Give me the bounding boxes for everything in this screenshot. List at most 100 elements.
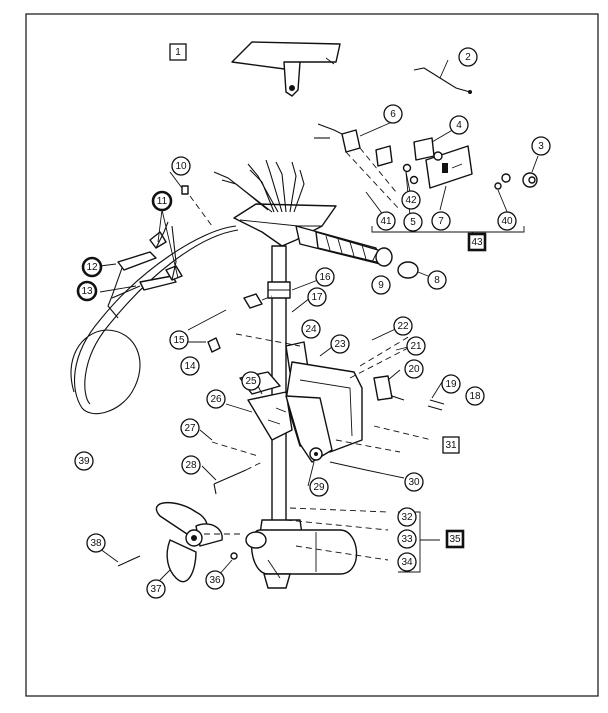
callout-14-marker	[180, 356, 200, 376]
callout-5: 5	[403, 212, 423, 232]
callout-16-marker	[315, 267, 335, 287]
callout-8-label: 8	[434, 275, 440, 286]
screw-part-14	[207, 337, 221, 353]
callout-24: 24	[301, 319, 321, 339]
callout-21-marker	[406, 336, 426, 356]
callout-36-marker	[205, 570, 225, 590]
callout-40: 40	[497, 211, 517, 231]
callout-36: 36	[205, 570, 225, 590]
plug-part-36	[230, 552, 238, 560]
callout-37-label: 37	[150, 584, 162, 595]
cap-part-8	[397, 261, 419, 279]
callout-3-label: 3	[538, 141, 544, 152]
callout-38-label: 38	[90, 538, 102, 549]
callout-10-label: 10	[175, 161, 187, 172]
callout-20-marker	[404, 359, 424, 379]
callout-6-marker	[383, 104, 403, 124]
callout-43: 43	[467, 232, 487, 252]
callout-12: 12	[81, 256, 103, 278]
callout-28-marker	[181, 455, 201, 475]
callout-10-marker	[171, 156, 191, 176]
callout-40-marker	[497, 211, 517, 231]
control-head-part	[213, 159, 393, 267]
callout-21: 21	[406, 336, 426, 356]
callout-37-marker	[146, 579, 166, 599]
callout-23-label: 23	[334, 339, 346, 350]
callout-39-label: 39	[78, 456, 90, 467]
callout-26: 26	[206, 389, 226, 409]
callout-22-marker	[393, 316, 413, 336]
callout-43-marker	[467, 232, 487, 252]
switch-parts	[314, 123, 538, 211]
callout-2-marker	[458, 47, 478, 67]
callout-13: 13	[76, 280, 98, 302]
callout-17-label: 17	[311, 292, 323, 303]
callout-43-label: 43	[471, 237, 483, 248]
callout-27-label: 27	[184, 423, 196, 434]
callout-16-label: 16	[319, 272, 331, 283]
callout-32-marker	[397, 507, 417, 527]
callout-33-label: 33	[401, 534, 413, 545]
callout-19-label: 19	[445, 379, 457, 390]
callout-17: 17	[307, 287, 327, 307]
wire-part-2	[413, 67, 471, 93]
callout-41-marker	[376, 211, 396, 231]
callout-8: 8	[427, 270, 447, 290]
callout-26-marker	[206, 389, 226, 409]
callout-2-label: 2	[465, 52, 471, 63]
callout-9-marker	[371, 275, 391, 295]
callout-31: 31	[442, 436, 460, 454]
callout-6-label: 6	[390, 109, 396, 120]
callout-11-marker	[151, 190, 173, 212]
callout-40-label: 40	[501, 216, 513, 227]
group-line-43	[371, 226, 525, 233]
callout-6: 6	[383, 104, 403, 124]
callout-21-label: 21	[410, 341, 422, 352]
callout-19-marker	[441, 374, 461, 394]
callout-9: 9	[371, 275, 391, 295]
callout-35-marker	[445, 529, 465, 549]
callout-2: 2	[458, 47, 478, 67]
callout-7-label: 7	[438, 216, 444, 227]
callout-41: 41	[376, 211, 396, 231]
callout-31-label: 31	[445, 440, 457, 451]
callout-22: 22	[393, 316, 413, 336]
callout-5-label: 5	[410, 217, 416, 228]
callout-12-label: 12	[86, 262, 98, 273]
callout-30-label: 30	[408, 477, 420, 488]
callout-25: 25	[241, 371, 261, 391]
callout-4-marker	[449, 115, 469, 135]
callout-20-label: 20	[408, 364, 420, 375]
callout-38-marker	[86, 533, 106, 553]
callout-7: 7	[431, 211, 451, 231]
callout-12-marker	[81, 256, 103, 278]
callout-4: 4	[449, 115, 469, 135]
callout-11: 11	[151, 190, 173, 212]
callout-1-label: 1	[175, 47, 181, 58]
callout-37: 37	[146, 579, 166, 599]
callout-39: 39	[74, 451, 94, 471]
callout-32: 32	[397, 507, 417, 527]
callout-7-marker	[431, 211, 451, 231]
motor-part	[245, 519, 358, 589]
callout-30-marker	[404, 472, 424, 492]
callout-33-marker	[397, 529, 417, 549]
clamp-assembly-part	[235, 333, 445, 471]
callout-18-marker	[465, 386, 485, 406]
callout-28: 28	[181, 455, 201, 475]
callout-3: 3	[531, 136, 551, 156]
callout-34-label: 34	[401, 557, 413, 568]
callout-30: 30	[404, 472, 424, 492]
callout-36-label: 36	[209, 575, 221, 586]
parts-art	[70, 41, 538, 589]
callout-42-marker	[401, 190, 421, 210]
callout-5-marker	[403, 212, 423, 232]
key-part-28	[213, 469, 247, 495]
pin-part-38	[117, 555, 141, 567]
callout-13-label: 13	[81, 286, 93, 297]
bracket-part	[231, 41, 341, 97]
callout-3-marker	[531, 136, 551, 156]
callout-38: 38	[86, 533, 106, 553]
callout-15-marker	[169, 330, 189, 350]
callout-29-marker	[309, 477, 329, 497]
